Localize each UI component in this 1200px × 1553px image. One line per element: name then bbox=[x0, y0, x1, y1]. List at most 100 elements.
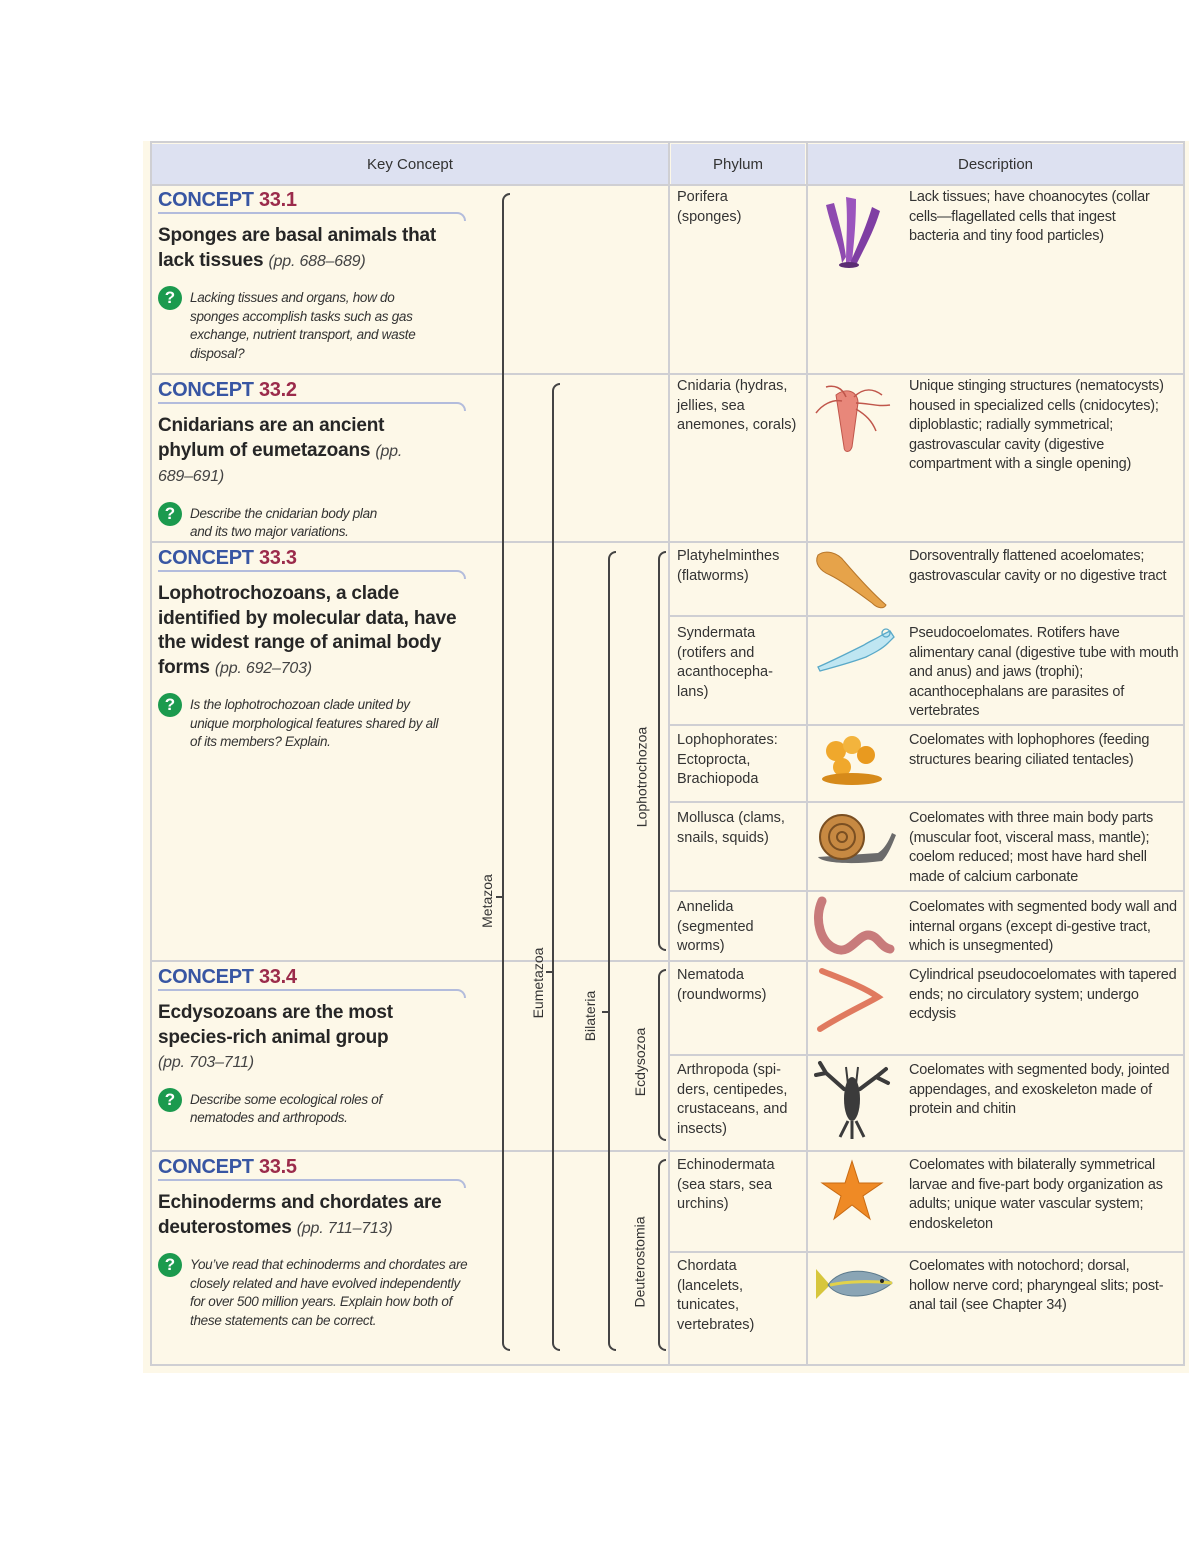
concept-pages: (pp. 703–711) bbox=[158, 1054, 254, 1071]
concept-title: Lophotrochozoans, a clade identified by … bbox=[158, 583, 457, 678]
concept-question: ?Lacking tissues and organs, how do spon… bbox=[158, 286, 470, 363]
deuterostomia-bracket bbox=[658, 1159, 666, 1351]
concept-rule bbox=[158, 402, 466, 411]
concept-rule bbox=[158, 570, 466, 579]
concept-rule bbox=[158, 212, 466, 221]
row-divider bbox=[150, 960, 1185, 962]
row-divider bbox=[668, 1251, 1185, 1253]
row-divider bbox=[150, 541, 1185, 543]
lobster-icon bbox=[814, 1061, 890, 1139]
clade-label-lophotrochozoa: Lophotrochozoa bbox=[633, 726, 650, 828]
concept-title: Ecdysozoans are the most species-rich an… bbox=[158, 1002, 393, 1071]
bracket-point bbox=[546, 971, 552, 973]
concept-33-4: CONCEPT 33.4 Ecdysozoans are the most sp… bbox=[158, 966, 470, 1128]
snail-icon bbox=[818, 814, 896, 864]
phylum-cell: Echinodermata (sea stars, sea urchins) bbox=[677, 1157, 775, 1212]
description-cell: Lack tissues; have choanocytes (collar c… bbox=[909, 189, 1150, 244]
phylum-cell: Platyhelminthes (flatworms) bbox=[677, 548, 780, 584]
concept-question: ? Describe the cnidarian body plan and it… bbox=[158, 501, 470, 542]
column-divider bbox=[668, 141, 670, 1366]
metazoa-bracket bbox=[502, 193, 510, 1351]
concept-pages: (pp. 689–691) bbox=[158, 442, 403, 486]
clade-label-ecdysozoa: Ecdysozoa bbox=[632, 1027, 648, 1097]
description-cell: Unique stinging structures (nematocysts)… bbox=[909, 378, 1164, 472]
roundworm-icon bbox=[817, 968, 884, 1032]
concept-word: CONCEPT bbox=[158, 547, 254, 569]
concept-pages: (pp. 711–713) bbox=[296, 1219, 393, 1237]
concept-heading: CONCEPT 33.2 bbox=[158, 379, 470, 401]
rotifer-icon bbox=[817, 628, 895, 672]
phylum-cell: Arthropoda (spi-ders, centipedes, crusta… bbox=[677, 1062, 788, 1137]
column-divider bbox=[806, 141, 808, 1366]
question-text: You’ve read that echinoderms and chordat… bbox=[190, 1257, 468, 1328]
concept-word: CONCEPT bbox=[158, 1156, 254, 1178]
question-icon: ? bbox=[158, 693, 182, 717]
jellyfish-icon bbox=[815, 385, 891, 452]
question-text: Describe some ecological roles of nemato… bbox=[190, 1091, 382, 1126]
concept-number: 33.5 bbox=[258, 1156, 297, 1178]
concept-question: ? Describe some ecological roles of nemat… bbox=[158, 1087, 470, 1128]
description-cell: Coelomates with segmented body wall and … bbox=[909, 899, 1177, 954]
ecdysozoa-bracket bbox=[658, 969, 666, 1141]
summary-table-page: Key Concept Phylum Description CONCEPT 3… bbox=[143, 141, 1189, 1373]
question-icon: ? bbox=[158, 1253, 182, 1277]
clade-label-eumetazoa: Eumetazoa bbox=[530, 947, 546, 1019]
bracket-point bbox=[602, 1011, 608, 1013]
header-description: Description bbox=[808, 144, 1183, 184]
concept-word: CONCEPT bbox=[158, 379, 254, 401]
row-divider bbox=[150, 1150, 1185, 1152]
question-icon: ? bbox=[158, 501, 182, 526]
concept-heading: CONCEPT 33.5 bbox=[158, 1156, 470, 1178]
phylum-cell: Chordata (lancelets, tunicates, vertebra… bbox=[677, 1258, 755, 1333]
header-key-concept: Key Concept bbox=[152, 144, 668, 184]
phylum-cell: Syndermata (rotifers and acanthocepha-la… bbox=[677, 625, 773, 700]
bracket-point bbox=[496, 896, 502, 898]
clade-label-metazoa: Metazoa bbox=[479, 874, 495, 928]
row-divider bbox=[668, 615, 1185, 617]
row-divider bbox=[668, 801, 1185, 803]
concept-heading: CONCEPT 33.3 bbox=[158, 547, 470, 569]
description-cell: Coelomates with three main body parts (m… bbox=[909, 810, 1154, 885]
description-cell: Coelomates with segmented body, jointed … bbox=[909, 1062, 1170, 1117]
phylum-cell: Nematoda (roundworms) bbox=[677, 967, 767, 1003]
concept-title: Sponges are basal animals that lack tiss… bbox=[158, 225, 437, 271]
row-divider bbox=[150, 184, 1185, 186]
sponge-icon bbox=[826, 197, 880, 268]
header-phylum: Phylum bbox=[671, 144, 805, 184]
concept-rule bbox=[158, 989, 466, 998]
concept-title: Echinoderms and chordates are deuterosto… bbox=[158, 1192, 442, 1238]
concept-question: ?Is the lophotrochozoan clade united by … bbox=[158, 693, 470, 752]
concept-number: 33.3 bbox=[258, 547, 297, 569]
concept-heading: CONCEPT 33.4 bbox=[158, 966, 470, 988]
concept-33-3: CONCEPT 33.3 Lophotrochozoans, a clade i… bbox=[158, 547, 470, 752]
clade-label-bilateria: Bilateria bbox=[582, 990, 598, 1042]
flatworm-icon bbox=[816, 551, 887, 609]
question-text: Lacking tissues and organs, how do spong… bbox=[190, 290, 416, 361]
concept-number: 33.2 bbox=[258, 379, 297, 401]
question-text: Describe the cnidarian body plan and its… bbox=[190, 505, 378, 540]
sea-star-icon bbox=[820, 1159, 884, 1221]
phylum-cell: Cnidaria (hydras, jellies, sea anemones,… bbox=[677, 378, 797, 433]
bryozoan-icon bbox=[822, 736, 882, 785]
phylum-cell: Annelida (segmented worms) bbox=[677, 899, 754, 954]
concept-rule bbox=[158, 1179, 466, 1188]
question-icon: ? bbox=[158, 1087, 182, 1112]
concept-33-1: CONCEPT 33.1 Sponges are basal animals t… bbox=[158, 189, 470, 363]
summary-table: Key Concept Phylum Description CONCEPT 3… bbox=[150, 141, 1185, 1366]
description-cell: Pseudocoelomates. Rotifers have alimenta… bbox=[909, 625, 1179, 719]
concept-pages: (pp. 688–689) bbox=[268, 252, 366, 270]
concept-number: 33.1 bbox=[258, 189, 297, 211]
concept-word: CONCEPT bbox=[158, 189, 254, 211]
concept-question: ? You’ve read that echinoderms and chorda… bbox=[158, 1253, 470, 1330]
concept-heading: CONCEPT 33.1 bbox=[158, 189, 470, 211]
concept-33-2: CONCEPT 33.2 Cnidarians are an ancient p… bbox=[158, 379, 470, 542]
row-divider bbox=[150, 373, 1185, 375]
phylum-cell: Porifera (sponges) bbox=[677, 189, 742, 225]
description-cell: Dorsoventrally flattened acoelomates; ga… bbox=[909, 548, 1167, 584]
concept-number: 33.4 bbox=[258, 966, 297, 988]
description-cell: Cylindrical pseudocoelomates with tapere… bbox=[909, 967, 1177, 1022]
lophotrochozoa-bracket bbox=[658, 551, 666, 951]
row-divider bbox=[668, 1054, 1185, 1056]
row-divider bbox=[668, 724, 1185, 726]
clade-label-deuterostomia: Deuterostomia bbox=[631, 1216, 648, 1308]
